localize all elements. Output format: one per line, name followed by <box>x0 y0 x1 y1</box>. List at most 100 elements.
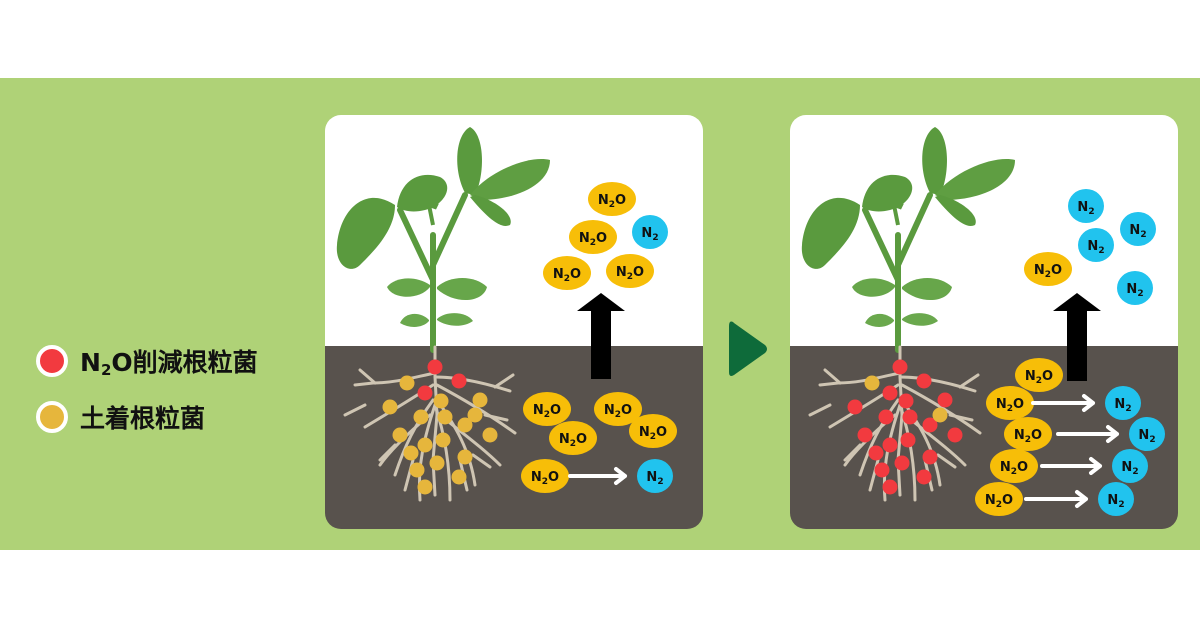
n2o-molecule: N2O <box>1004 417 1052 451</box>
svg-text:N2O: N2O <box>996 397 1024 414</box>
leaf <box>862 174 913 212</box>
indigenous-nodule <box>467 407 483 423</box>
svg-text:N2O: N2O <box>985 493 1013 510</box>
svg-text:N2O: N2O <box>1014 428 1042 445</box>
leaf <box>457 127 482 195</box>
leaf <box>387 278 430 297</box>
root <box>958 373 980 389</box>
n2-molecule: N2 <box>1068 189 1104 223</box>
n2-molecule: N2 <box>1078 228 1114 262</box>
red-dot-icon <box>36 345 68 377</box>
flower-bud <box>891 202 904 226</box>
n2o-reducing-nodule <box>894 455 910 471</box>
n2o-molecule: N2O <box>594 392 642 426</box>
n2o-reducing-nodule <box>427 359 443 375</box>
transition-arrow-icon <box>729 321 767 376</box>
root <box>898 375 977 393</box>
plant-stem <box>397 192 468 353</box>
n2o-reducing-nodule <box>902 409 918 425</box>
leaf <box>922 127 947 195</box>
root <box>808 403 832 417</box>
sky-area <box>790 115 1178 347</box>
svg-text:N2O: N2O <box>616 265 644 282</box>
conversion-arrow-icon <box>568 467 627 485</box>
leaf <box>935 159 1015 200</box>
root <box>493 373 515 389</box>
n2o-reducing-nodule <box>417 385 433 401</box>
leaf <box>336 197 395 269</box>
legend-item-indigenous-bacteria: 土着根粒菌 <box>36 399 205 435</box>
n2-molecule: N2 <box>1129 417 1165 451</box>
n2o-reducing-nodule <box>916 373 932 389</box>
leaf <box>437 278 487 301</box>
indigenous-nodule <box>403 445 419 461</box>
leaf <box>470 195 511 226</box>
conversion-arrow-icon <box>1024 490 1088 508</box>
svg-text:N2: N2 <box>1107 493 1124 510</box>
indigenous-nodule <box>435 432 451 448</box>
n2o-molecule: N2O <box>523 392 571 426</box>
svg-text:N2O: N2O <box>1034 263 1062 280</box>
n2o-molecule: N2O <box>1024 252 1072 286</box>
n2o-molecule: N2O <box>975 482 1023 516</box>
indigenous-nodule <box>864 375 880 391</box>
svg-text:N2: N2 <box>1114 397 1131 414</box>
flower-bud <box>426 202 439 226</box>
svg-text:N2O: N2O <box>533 403 561 420</box>
n2o-reducing-nodule <box>900 432 916 448</box>
emission-arrow-icon <box>577 293 625 379</box>
n2o-molecule: N2O <box>606 254 654 288</box>
leaf <box>470 159 550 200</box>
leaf <box>865 313 894 327</box>
emission-arrow-icon <box>1053 293 1101 381</box>
n2o-reducing-nodule <box>857 427 873 443</box>
root <box>343 403 367 417</box>
legend-label: N2O削減根粒菌 <box>80 348 258 379</box>
leaf <box>935 195 976 226</box>
indigenous-nodule <box>417 437 433 453</box>
root <box>843 443 862 462</box>
root <box>433 403 452 502</box>
svg-text:N2: N2 <box>1121 460 1138 477</box>
legend-label: 土着根粒菌 <box>80 404 206 433</box>
root <box>858 398 900 477</box>
n2o-molecule: N2O <box>521 459 569 493</box>
n2o-reducing-nodule <box>922 417 938 433</box>
conversion-arrow-icon <box>1040 457 1102 475</box>
svg-text:N2O: N2O <box>559 432 587 449</box>
svg-text:N2: N2 <box>1138 428 1155 445</box>
n2o-reducing-nodule <box>937 392 953 408</box>
indigenous-nodule <box>417 479 433 495</box>
root-system <box>808 345 982 502</box>
n2o-molecule: N2O <box>588 182 636 216</box>
svg-text:N2O: N2O <box>639 425 667 442</box>
n2o-reducing-nodule <box>882 479 898 495</box>
indigenous-nodule <box>457 449 473 465</box>
n2o-molecule: N2O <box>1015 358 1063 392</box>
root <box>378 443 397 462</box>
n2o-reducing-nodule <box>916 469 932 485</box>
root <box>393 398 435 477</box>
root-system <box>343 345 517 502</box>
n2o-reducing-nodule <box>947 427 963 443</box>
n2-molecule: N2 <box>637 459 673 493</box>
soybean-plant <box>336 127 550 353</box>
indigenous-nodule <box>451 469 467 485</box>
leaf <box>437 313 473 326</box>
indigenous-nodule <box>382 399 398 415</box>
svg-text:N2: N2 <box>641 226 658 243</box>
n2o-molecule: N2O <box>990 449 1038 483</box>
svg-text:N2O: N2O <box>1000 460 1028 477</box>
svg-text:N2O: N2O <box>598 193 626 210</box>
svg-text:N2: N2 <box>1087 239 1104 256</box>
svg-text:N2: N2 <box>1077 200 1094 217</box>
n2-molecule: N2 <box>1117 271 1153 305</box>
plant-stem <box>862 192 933 353</box>
n2o-molecule: N2O <box>569 220 617 254</box>
leaf <box>902 278 952 301</box>
indigenous-nodule <box>409 462 425 478</box>
root <box>823 368 842 385</box>
n2o-reducing-nodule <box>451 373 467 389</box>
n2-molecule: N2 <box>1105 386 1141 420</box>
